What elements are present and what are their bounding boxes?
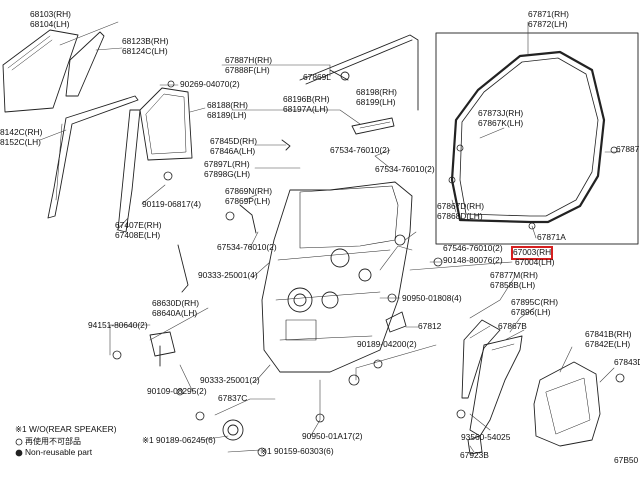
label-94151: 94151-80640(2) xyxy=(88,320,148,330)
division-bar xyxy=(117,109,141,233)
label-67534-a: 67534-76010(2) xyxy=(330,145,390,155)
quarter-window-frame xyxy=(139,87,193,161)
label-68630: 68630D(RH) 68640A(LH) xyxy=(152,298,200,318)
label-93560: 93560-54025 xyxy=(461,432,511,442)
label-67873: 67873J(RH) 67867K(LH) xyxy=(478,108,524,128)
label-90333-a: 90333-25001(4) xyxy=(198,270,258,280)
label-67869N: 67869N(RH) 67869P(LH) xyxy=(225,186,273,206)
label-67897: 67897L(RH) 67898G(LH) xyxy=(204,159,251,179)
label-90950-b: 90950-01808(4) xyxy=(402,293,462,303)
label-67871A: 67871A xyxy=(537,232,566,242)
label-90159: ※1 90159-60303(6) xyxy=(260,446,334,456)
label-67871: 67871(RH) 67872(LH) xyxy=(528,9,569,29)
label-90333-b: 90333-25001(2) xyxy=(200,375,260,385)
label-67869L: 67869L xyxy=(303,72,331,82)
label-67534-b: 67534-76010(2) xyxy=(375,164,435,174)
label-67887: 67887H(RH) 67888F(LH) xyxy=(225,55,273,75)
label-67837: 67837C xyxy=(218,393,248,403)
label-67867B: 67867B xyxy=(498,321,527,331)
label-90189-a: ※1 90189-06245(6) xyxy=(142,435,216,445)
cable-bracket xyxy=(177,244,189,293)
label-67812: 67812 xyxy=(418,321,442,331)
label-67887-inset: 67887 xyxy=(616,144,640,154)
run-channel xyxy=(47,95,139,219)
label-67923: 67923B xyxy=(460,450,489,460)
label-90119: 90119-06817(4) xyxy=(142,199,201,209)
fasteners xyxy=(112,80,625,457)
door-panel xyxy=(261,181,413,373)
label-90189-b: 90189-04200(2) xyxy=(357,339,417,349)
label-67867D: 67867D(RH) 67868D(LH) xyxy=(437,201,485,221)
figure-id: 67B50 xyxy=(614,455,639,465)
label-90950-a: 90950-01A17(2) xyxy=(302,431,363,441)
label-67843: 67843D xyxy=(614,357,640,367)
legend-non-reusable: Non-reusable part xyxy=(25,447,93,457)
arch-moulding-b xyxy=(469,335,523,437)
arch-moulding-a xyxy=(461,319,501,399)
label-67546: 67546-76010(2) xyxy=(443,243,503,253)
label-67004: 67004(LH) xyxy=(515,257,555,267)
door-hinge xyxy=(149,331,176,357)
label-67534-c: 67534-76010(2) xyxy=(217,242,277,252)
glass-strip xyxy=(65,31,105,97)
label-67845: 67845D(RH) 67846A(LH) xyxy=(210,136,258,156)
service-hole-cover xyxy=(385,311,407,333)
label-67003-highlighted[interactable]: 67003(RH xyxy=(510,246,554,260)
label-90148: 90148-80076(2) xyxy=(443,255,503,265)
label-67877: 67877M(RH) 67858B(LH) xyxy=(490,270,538,290)
label-67841: 67841B(RH) 67842E(LH) xyxy=(585,329,632,349)
label-68188: 68188(RH) 68189(LH) xyxy=(207,100,248,120)
footnote-w-o-rear-speaker: ※1 W/O(REAR SPEAKER) xyxy=(15,424,117,434)
label-68142: 8142C(RH) 8152C(LH) xyxy=(0,127,43,147)
label-67895: 67895C(RH) 67896(LH) xyxy=(511,297,559,317)
quarter-glass xyxy=(2,29,79,113)
label-90269: 90269-04070(2) xyxy=(180,79,240,89)
label-90109: 90109-08295(2) xyxy=(147,386,207,396)
label-67407: 67407E(RH) 67408E(LH) xyxy=(115,220,162,240)
trim-panel xyxy=(533,361,601,447)
leader-lines xyxy=(39,21,621,453)
label-68198: 68198(RH) 68199(LH) xyxy=(356,87,397,107)
belt-moulding xyxy=(299,34,419,111)
label-68196: 68196B(RH) 68197A(LH) xyxy=(283,94,330,114)
door-weatherstrip xyxy=(450,50,606,224)
speaker xyxy=(222,419,244,441)
legend-symbols xyxy=(15,438,23,457)
inset-frame xyxy=(435,32,639,245)
legend-reusable: 再使用不可部品 xyxy=(25,437,81,446)
label-68123: 68123B(RH) 68124C(LH) xyxy=(122,36,169,56)
label-68103: 68103(RH) 68104(LH) xyxy=(30,9,71,29)
hinge-bracket xyxy=(351,117,395,135)
